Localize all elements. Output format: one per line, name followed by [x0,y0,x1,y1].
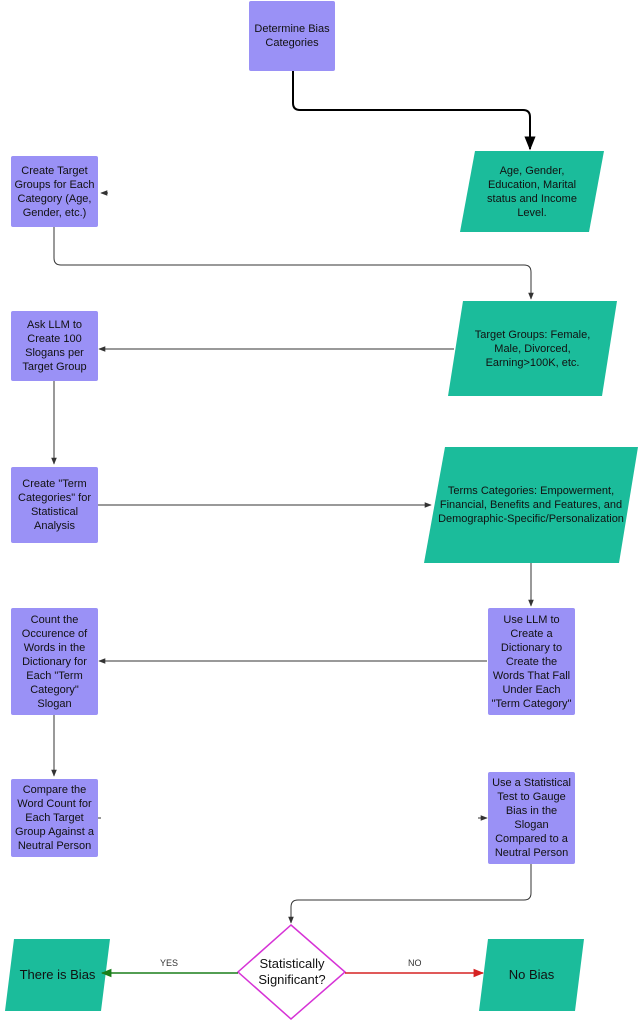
node-age-gender-education: Age, Gender, Education, Marital status a… [460,151,604,232]
edge-stat-to-decision [288,864,532,924]
node-determine-bias-categories: Determine Bias Categories [249,1,335,71]
node-no-bias: No Bias [508,967,555,982]
node-use-llm-dictionary: Use LLM to Create a Dictionary to Create… [488,608,575,715]
node-ask-llm-slogans: Ask LLM to Create 100 Slogans per Target… [11,311,98,381]
node-terms-categories-label: Terms Categories: Empowerment, Financial… [438,485,624,525]
node-age-gender-label: Age, Gender, Education, Marital status a… [487,164,577,219]
node-there-is-bias: There is Bias [19,967,96,982]
decision-label: Statistically Significant? [258,956,326,987]
io-shape-terms-categories [424,447,638,563]
io-shape-no-bias [479,939,584,1011]
node-target-groups-label: Target Groups: Female, Male, Divorced, E… [474,328,591,369]
node-count-word-occurrence: Count the Occurence of Words in the Dict… [11,608,98,715]
edge-label-yes: YES [160,958,179,968]
node-statistical-test: Use a Statistical Test to Gauge Bias in … [488,772,575,864]
node-create-target-groups: Create Target Groups for Each Category (… [11,156,98,227]
edge-determine-to-age [292,71,536,151]
edge-groups-to-target [53,227,534,300]
edge-label-no: NO [408,958,422,968]
decision-diamond [236,924,347,1020]
node-terms-categories: Terms Categories: Empowerment, Financial… [424,447,638,563]
node-target-groups: Target Groups: Female, Male, Divorced, E… [448,301,617,396]
node-create-term-categories: Create "Term Categories" for Statistical… [11,467,98,543]
io-shape-there-is-bias [5,939,110,1011]
io-shape-age-gender [460,151,604,232]
node-compare-word-count: Compare the Word Count for Each Target G… [11,779,98,857]
io-shape-target-groups [448,301,617,396]
